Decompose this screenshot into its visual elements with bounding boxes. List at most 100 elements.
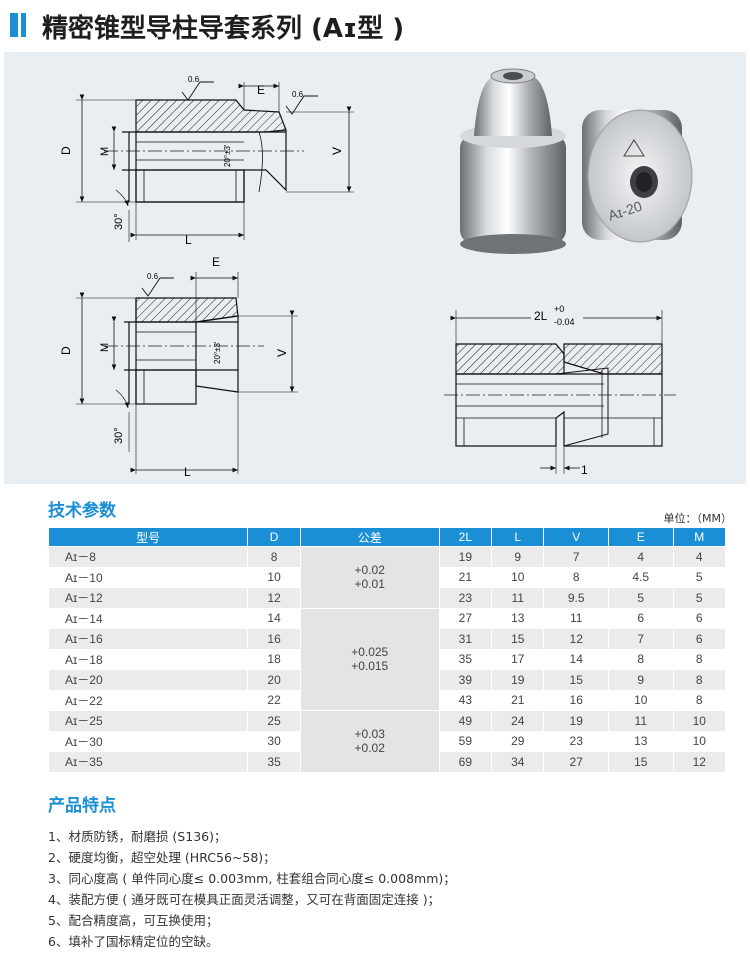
table-cell: 5 bbox=[608, 587, 674, 609]
table-cell: 8 bbox=[672, 689, 727, 711]
table-cell: Aɪ－20 bbox=[47, 669, 249, 691]
table-cell: 24 bbox=[491, 710, 545, 732]
dim-L: L bbox=[184, 465, 191, 479]
table-cell: 19 bbox=[491, 669, 545, 691]
table-cell: Aɪ－25 bbox=[47, 710, 249, 732]
feature-item: 6、填补了国标精定位的空缺。 bbox=[48, 934, 219, 949]
table-cell: 15 bbox=[491, 628, 545, 650]
table-cell: 27 bbox=[543, 751, 609, 773]
dim-E: E bbox=[257, 83, 265, 97]
table-cell: 21 bbox=[491, 689, 545, 711]
table-cell: 23 bbox=[438, 587, 493, 609]
tolerance-cell: +0.02+0.01 bbox=[299, 546, 440, 609]
table-cell: 4 bbox=[672, 546, 727, 568]
roughness-label: 0.6 bbox=[147, 272, 159, 281]
table-cell: 39 bbox=[438, 669, 493, 691]
table-cell: 22 bbox=[247, 689, 301, 711]
table-cell: 14 bbox=[543, 648, 609, 670]
table-header-row: 型号 D 公差 2L L V E M bbox=[47, 527, 727, 547]
product-photo: Aɪ-20 bbox=[460, 68, 693, 254]
angle-label: 20°±3' bbox=[213, 341, 222, 364]
drawing-assembly: 2L +0 -0.04 1 bbox=[444, 304, 676, 477]
table-cell: 30 bbox=[247, 730, 301, 752]
table-cell: 15 bbox=[543, 669, 609, 691]
table-cell: 12 bbox=[672, 751, 727, 773]
table-cell: 5 bbox=[672, 587, 727, 609]
tolerance-plus: +0.02 bbox=[354, 563, 385, 578]
table-cell: 10 bbox=[672, 730, 727, 752]
table-cell: 12 bbox=[543, 628, 609, 650]
table-cell: 10 bbox=[247, 566, 301, 588]
table-cell: 7 bbox=[543, 546, 609, 568]
dim-D: D bbox=[59, 346, 73, 355]
feature-item: 1、材质防锈，耐磨损 (S136)； bbox=[48, 829, 227, 844]
table-cell: Aɪ－22 bbox=[47, 689, 249, 711]
header-accent-bar-thin bbox=[21, 13, 26, 37]
table-cell: 6 bbox=[672, 628, 727, 650]
tolerance-minus: +0.02 bbox=[354, 741, 385, 756]
table-cell: 8 bbox=[608, 648, 674, 670]
col-header: L bbox=[491, 527, 545, 547]
table-cell: 21 bbox=[438, 566, 493, 588]
unit-label: 单位：（MM） bbox=[663, 512, 732, 525]
table-cell: 13 bbox=[491, 607, 545, 629]
table-cell: 9 bbox=[608, 669, 674, 691]
table-cell: 15 bbox=[608, 751, 674, 773]
table-cell: 35 bbox=[247, 751, 301, 773]
table-cell: 12 bbox=[247, 587, 301, 609]
table-cell: 19 bbox=[543, 710, 609, 732]
feature-item: 5、配合精度高，可互换使用； bbox=[48, 913, 219, 928]
col-header: 型号 bbox=[47, 527, 249, 547]
col-header: E bbox=[608, 527, 674, 547]
table-cell: 29 bbox=[491, 730, 545, 752]
col-header: V bbox=[543, 527, 609, 547]
drawing-panel: D M V E 0.6 0.6 20°±3' L bbox=[4, 52, 746, 484]
table-cell: Aɪ－30 bbox=[47, 730, 249, 752]
dim-M: M bbox=[99, 147, 111, 156]
chamfer-label: 30° bbox=[113, 427, 125, 444]
table-cell: Aɪ－18 bbox=[47, 648, 249, 670]
table-cell: 23 bbox=[543, 730, 609, 752]
dim-E: E bbox=[212, 255, 220, 269]
table-cell: 8 bbox=[543, 566, 609, 588]
dim-D: D bbox=[59, 146, 73, 155]
table-cell: 8 bbox=[672, 669, 727, 691]
dim-V: V bbox=[275, 349, 289, 357]
feature-item: 3、同心度高 ( 单件同心度≤ 0.003mm, 柱套组合同心度≤ 0.008m… bbox=[48, 871, 456, 886]
feature-item: 2、硬度均衡，超空处理 (HRC56~58)； bbox=[48, 850, 276, 865]
table-cell: 11 bbox=[608, 710, 674, 732]
feature-item: 4、装配方便 ( 通牙既可在模具正面灵活调整，又可在背面固定连接 )； bbox=[48, 892, 441, 907]
table-cell: 59 bbox=[438, 730, 493, 752]
tolerance-minus: +0.01 bbox=[354, 577, 385, 592]
table-cell: 69 bbox=[438, 751, 493, 773]
header-accent-bar bbox=[10, 13, 18, 37]
table-cell: 8 bbox=[247, 546, 301, 568]
roughness-label: 0.6 bbox=[188, 75, 200, 84]
tolerance-cell: +0.03+0.02 bbox=[299, 710, 440, 773]
table-cell: Aɪ－10 bbox=[47, 566, 249, 588]
table-cell: 16 bbox=[543, 689, 609, 711]
table-cell: 43 bbox=[438, 689, 493, 711]
page-header: 精密锥型导柱导套系列 (Aɪ型 ) bbox=[0, 0, 750, 50]
tolerance-cell: +0.025+0.015 bbox=[299, 607, 440, 711]
table-cell: 9.5 bbox=[543, 587, 609, 609]
col-header: D bbox=[247, 527, 301, 547]
table-cell: 14 bbox=[247, 607, 301, 629]
table-cell: 13 bbox=[608, 730, 674, 752]
roughness-label: 0.6 bbox=[292, 90, 304, 99]
table-cell: 11 bbox=[491, 587, 545, 609]
col-header: 公差 bbox=[299, 527, 440, 547]
tolerance-minus: +0.015 bbox=[351, 659, 389, 674]
table-cell: Aɪ－8 bbox=[47, 546, 249, 568]
table-cell: 25 bbox=[247, 710, 301, 732]
table-cell: Aɪ－14 bbox=[47, 607, 249, 629]
col-header: M bbox=[672, 527, 727, 547]
table-cell: 19 bbox=[438, 546, 493, 568]
